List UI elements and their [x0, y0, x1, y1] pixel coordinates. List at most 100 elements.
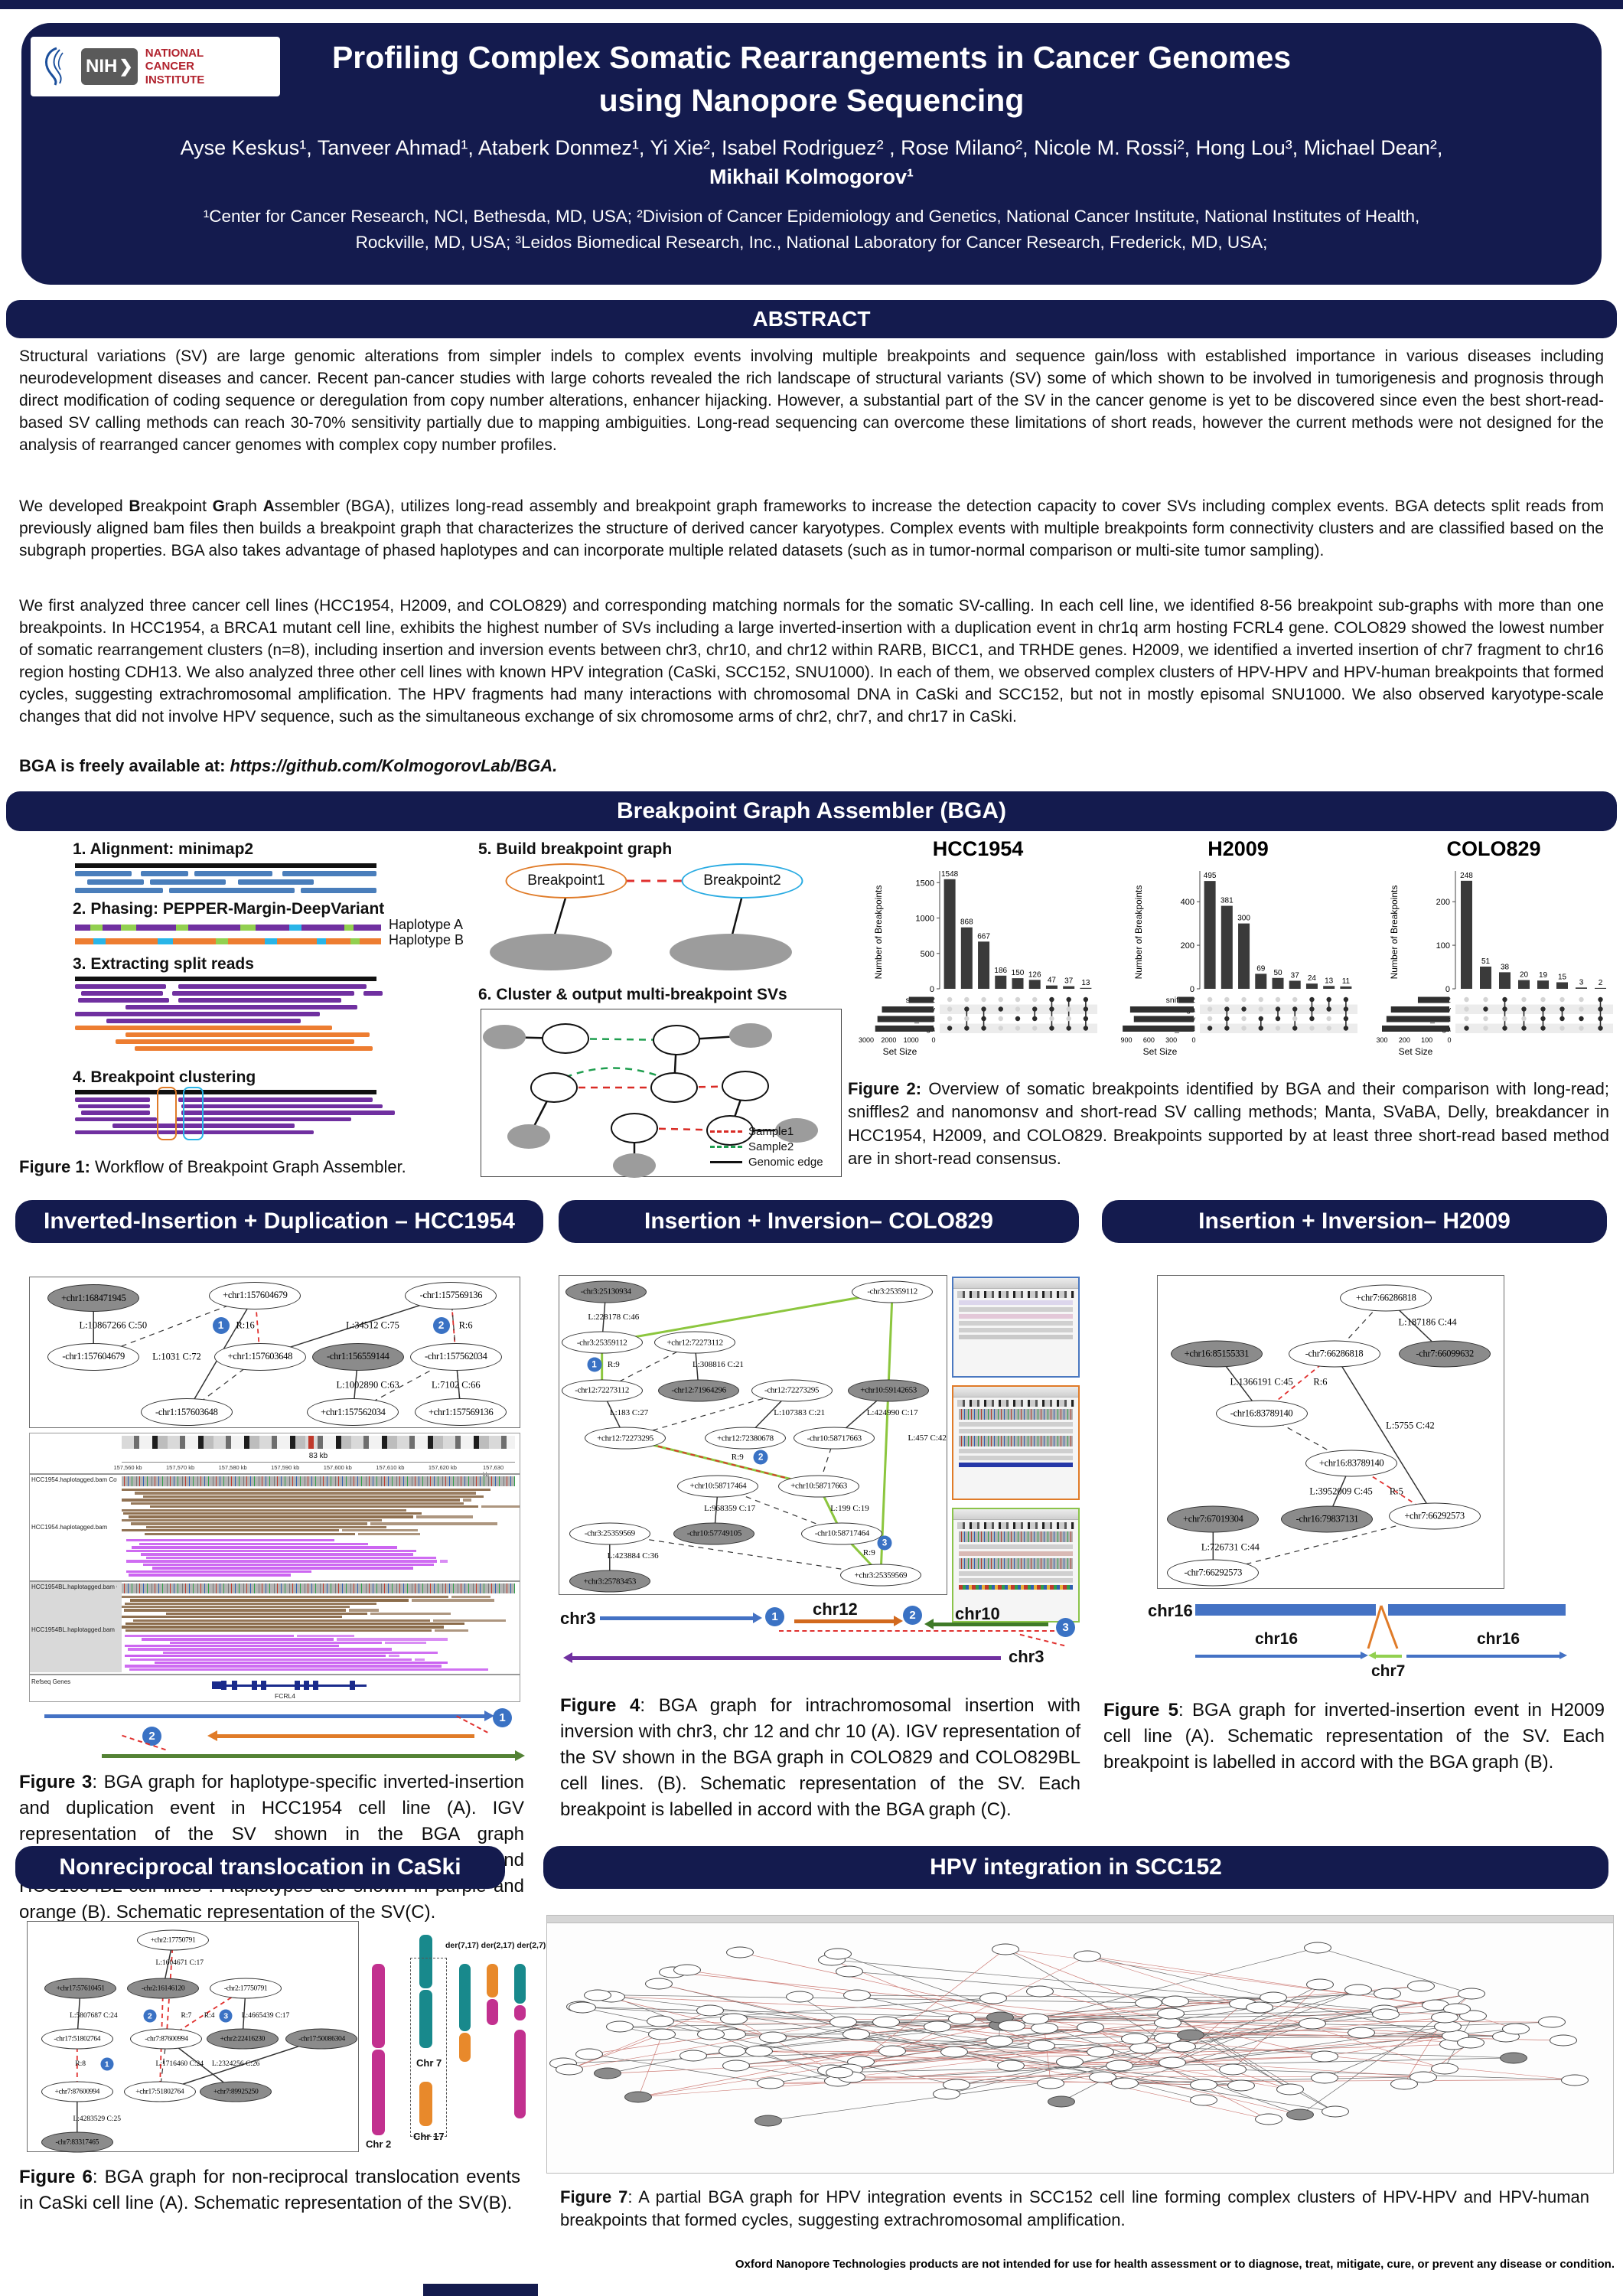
- legend-genomic-edge: Genomic edge: [748, 1155, 823, 1169]
- igv-coverage-row: [959, 1436, 1073, 1446]
- chr7-arrow: [1374, 1655, 1402, 1658]
- hpv-node: [1458, 1988, 1486, 2000]
- igv-read-pile-row: [125, 1622, 465, 1626]
- graph-node: +chr7:66286818: [1340, 1284, 1432, 1312]
- workflow-step4-label: 4. Breakpoint clustering: [73, 1068, 256, 1086]
- igv-read-pile-row: [126, 1549, 417, 1553]
- gene-exon-wide: [212, 1681, 224, 1689]
- igv-read-pile-row: [165, 1612, 368, 1616]
- graph-node: -chr3:25359112: [852, 1280, 934, 1303]
- scrollbar[interactable]: [547, 1916, 1613, 1923]
- svg-text:400: 400: [1181, 898, 1194, 907]
- svg-text:0: 0: [1190, 985, 1194, 994]
- igv-track-label: HCC1954.haplotagged.bam: [31, 1524, 108, 1531]
- igv-toolbar: [953, 1278, 1078, 1289]
- igv-ruler-tick: 157,560 kb: [113, 1464, 142, 1471]
- genomic-segment-node: [490, 934, 612, 970]
- hpv-node: [719, 2013, 748, 2025]
- chr16-arrow-a: [1195, 1655, 1361, 1658]
- chr16-arrow-b-label: chr16: [1477, 1630, 1520, 1648]
- graph-node: -chr7:66099632: [1399, 1340, 1491, 1368]
- top-strip: [0, 0, 1623, 9]
- igv-read-pile-row: [142, 1495, 484, 1499]
- figure4-caption: Figure 4: BGA graph for intrachromosomal…: [560, 1695, 1080, 1821]
- hpv-node: [645, 1978, 673, 1990]
- breakpoint-pair-diagram: Breakpoint1 Breakpoint2: [478, 862, 838, 977]
- hpv-breakpoint-network: [547, 1923, 1613, 2172]
- hpv-node: [835, 1965, 863, 1978]
- badge-1: 1: [100, 2057, 114, 2071]
- badge-1: 1: [493, 1708, 512, 1727]
- igv-ruler-tick: 157,610 kb: [376, 1464, 405, 1471]
- edge-label: L:5755 C:42: [1386, 1420, 1435, 1431]
- svg-text:1000: 1000: [916, 915, 934, 924]
- igv-read-row: [959, 1551, 1073, 1556]
- igv-read-pile-row: [122, 1489, 491, 1492]
- hpv-node: [1430, 2063, 1458, 2075]
- cluster-terminal-node: [483, 1025, 526, 1049]
- igv-read-pile-row: [341, 1529, 418, 1532]
- igv-read-pile-row: [129, 1599, 409, 1602]
- svg-text:3: 3: [1579, 978, 1584, 987]
- arrowhead-right-icon: [753, 1613, 762, 1623]
- hpv-node: [1430, 2011, 1458, 2024]
- igv-read-row: [959, 1544, 1073, 1549]
- badge-3: 3: [1056, 1618, 1075, 1637]
- edge-label: R:6: [458, 1319, 473, 1331]
- igv-read-pile-row: [388, 1655, 399, 1658]
- read-bar: [181, 1110, 396, 1115]
- edge-label: R:16: [236, 1319, 255, 1331]
- graph-node: +chr2:17750791: [137, 1929, 210, 1951]
- haplotype-patch: [93, 938, 106, 944]
- read-bar: [75, 984, 166, 989]
- figure5-caption: Figure 5: BGA graph for inverted-inserti…: [1103, 1700, 1605, 1773]
- graph-node: +chr2:22416230: [206, 2028, 279, 2050]
- insertion-fork: [1367, 1605, 1399, 1649]
- igv-read-row: [959, 1307, 1073, 1312]
- igv-read-pile-row: [296, 1635, 354, 1638]
- graph-node: +chr7:89925250: [200, 2081, 272, 2102]
- svg-text:248: 248: [1460, 872, 1473, 880]
- chr16-arrow-a-label: chr16: [1255, 1630, 1299, 1648]
- igv-read-pile-row: [451, 1596, 491, 1599]
- svg-text:47: 47: [1048, 977, 1057, 985]
- svg-text:495: 495: [1204, 872, 1217, 880]
- read-bar: [75, 1117, 157, 1121]
- svg-text:667: 667: [977, 932, 990, 941]
- igv-coverage-row: [959, 1558, 1073, 1569]
- edge-label: L:5807687 C:24: [70, 2012, 118, 2020]
- read-bar: [363, 991, 383, 996]
- nih-nci-logo: NIH ❯ NATIONAL CANCER INSTITUTE: [31, 37, 280, 96]
- edge-label: R:5: [1389, 1486, 1403, 1497]
- igv-read-pile-row: [125, 1635, 294, 1638]
- svg-text:0: 0: [931, 1036, 935, 1044]
- nci-line3: INSTITUTE: [145, 73, 205, 86]
- igv-track-divider: [30, 1580, 520, 1582]
- reference-bar: [75, 1090, 376, 1094]
- igv-read-row: [959, 1314, 1073, 1319]
- hpv-node: [1347, 2027, 1375, 2039]
- igv-read-pile-row: [384, 1641, 426, 1644]
- read-bar: [134, 1046, 373, 1051]
- sample1-line-icon: [710, 1130, 742, 1133]
- edge-label: L:199 C:19: [830, 1503, 869, 1513]
- svg-text:150: 150: [1012, 969, 1025, 977]
- figure2-caption: Figure 2: Overview of somatic breakpoint…: [848, 1079, 1609, 1169]
- read-bar: [178, 998, 342, 1003]
- svg-text:300: 300: [1237, 915, 1250, 923]
- gene-exon: [350, 1681, 355, 1690]
- gene-exon: [261, 1681, 266, 1690]
- graph-node: -chr2:16146120: [127, 1978, 200, 1999]
- panel-heading-colo829: Insertion + Inversion– COLO829: [559, 1200, 1079, 1243]
- hpv-node: [785, 1991, 813, 2003]
- sample2-line-icon: [710, 1145, 742, 1148]
- igv-gene-row: [959, 1463, 1073, 1467]
- graph-node: -chr12:71964296: [658, 1379, 740, 1402]
- igv-read-pile-row: [122, 1616, 343, 1619]
- read-bar: [172, 991, 354, 996]
- chromosome-segment: [459, 2033, 471, 2062]
- chromosome-segment: [372, 2050, 385, 2135]
- bga-availability[interactable]: BGA is freely available at: https://gith…: [19, 756, 558, 775]
